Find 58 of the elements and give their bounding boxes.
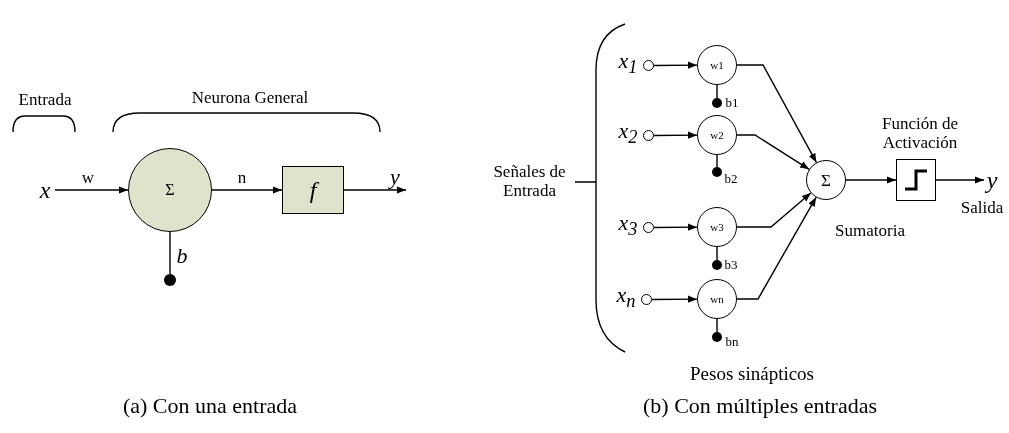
bias-label: bn (725, 334, 739, 350)
input-label: x$_{2}$ (618, 118, 638, 148)
arrow (653, 131, 698, 139)
input-terminal (641, 294, 652, 305)
arrow (651, 295, 698, 303)
node-caption: Función de Activación (881, 115, 959, 153)
figure-caption: (a) Con una entrada (122, 393, 298, 419)
bias-label: b2 (724, 171, 738, 187)
edge-label: y (390, 164, 400, 190)
bias-dot (712, 167, 722, 177)
edge-label: b (176, 243, 188, 269)
input-label: x$_{n}$ (616, 282, 636, 312)
bias-dot (164, 274, 176, 286)
bias-dot (712, 332, 722, 342)
weight-circle: w1 (697, 45, 737, 85)
edge-label: n (237, 168, 247, 188)
arrow (653, 61, 698, 69)
group-title: Pesos sinápticos (690, 363, 814, 385)
arrow (54, 186, 129, 194)
arrow (653, 223, 698, 231)
bias-label: b3 (724, 257, 738, 273)
group-title: Neurona General (191, 88, 309, 108)
connector-line (716, 246, 718, 261)
summation-circle: Σ (806, 160, 846, 200)
figure-caption: (b) Con múltiples entradas (643, 393, 877, 419)
connector-line (716, 154, 718, 168)
weight-circle: w2 (697, 115, 737, 155)
input-terminal (643, 60, 654, 71)
arrow (211, 186, 283, 194)
arrow (845, 176, 897, 184)
activation-box (896, 159, 936, 201)
bias-label: b1 (725, 95, 739, 111)
weight-circle: wn (697, 279, 737, 319)
bias-dot (712, 260, 722, 270)
input-terminal (643, 222, 654, 233)
group-title: Entrada (18, 90, 72, 110)
arrow (736, 196, 817, 300)
function-box: f (282, 166, 344, 214)
connector-line (169, 231, 171, 275)
connector-line (716, 318, 718, 333)
group-title: Señales de Entrada (492, 163, 567, 201)
arrow (935, 176, 985, 184)
bias-dot (712, 98, 722, 108)
arrow (343, 186, 407, 194)
output-symbol: y (984, 167, 1000, 193)
input-label: x$_{3}$ (618, 210, 638, 240)
node-caption: Salida (960, 198, 1004, 218)
arrow (736, 192, 812, 228)
arrow (736, 134, 810, 170)
node-caption: Sumatoria (835, 221, 905, 241)
connector-line (716, 84, 718, 99)
weight-circle: w3 (697, 207, 737, 247)
input-label: x$_{1}$ (618, 48, 638, 78)
input-terminal (643, 130, 654, 141)
summation-circle: Σ (128, 148, 212, 232)
arrow (736, 64, 818, 164)
input-symbol: x (35, 177, 55, 203)
edge-label: w (81, 168, 95, 188)
